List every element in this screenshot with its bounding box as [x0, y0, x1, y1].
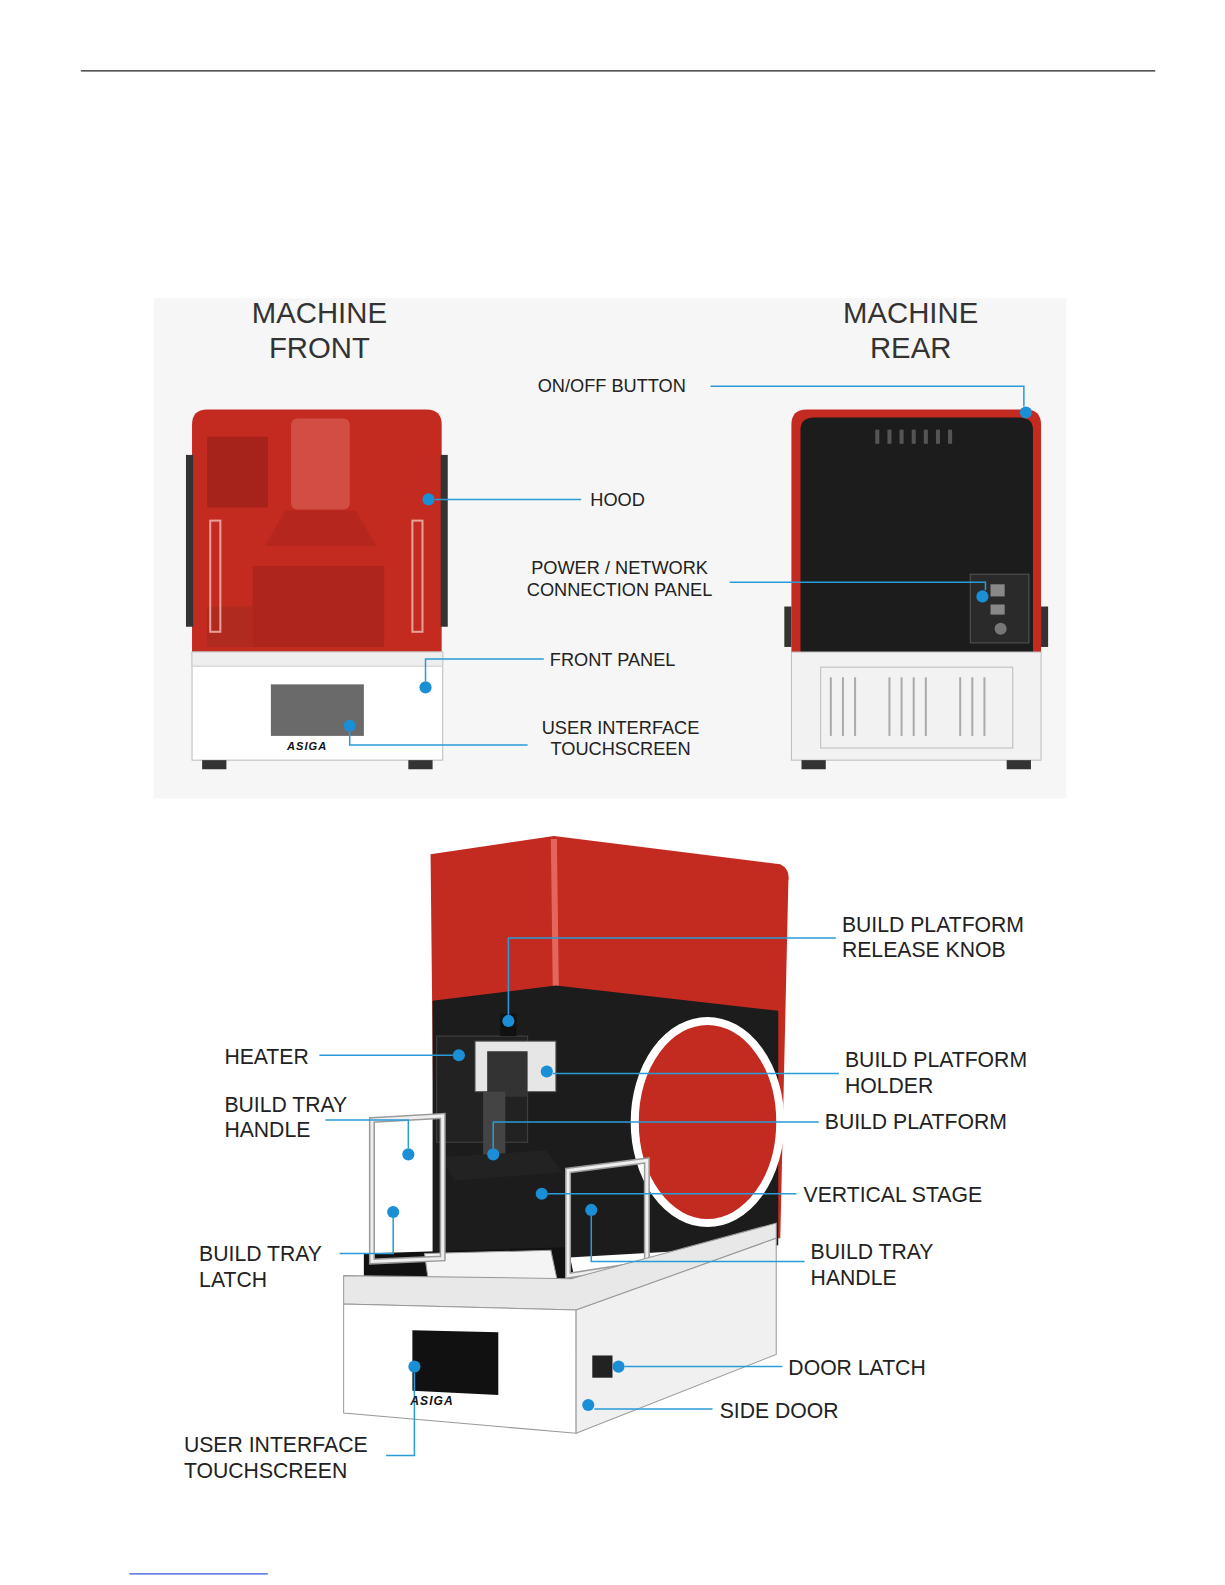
part-label: BUILD TRAY LATCH	[199, 1241, 341, 1292]
part-label: BUILD PLATFORM HOLDER	[845, 1047, 1057, 1098]
part-label: HOOD	[590, 490, 645, 512]
part-label: SIDE DOOR	[720, 1398, 839, 1423]
part-label: BUILD TRAY HANDLE	[811, 1239, 963, 1290]
part-label: POWER / NETWORK CONNECTION PANEL	[508, 558, 730, 602]
view-heading: MACHINE REAR	[810, 295, 1012, 365]
part-label: HEATER	[224, 1044, 308, 1069]
part-label: ON/OFF BUTTON	[538, 376, 686, 398]
part-label: DOOR LATCH	[788, 1355, 925, 1380]
part-label: BUILD PLATFORM RELEASE KNOB	[842, 912, 1054, 963]
brand-logo: ASIGA	[410, 1394, 453, 1409]
part-label: BUILD PLATFORM	[825, 1109, 1007, 1134]
part-label: FRONT PANEL	[550, 650, 676, 672]
view-heading: MACHINE FRONT	[218, 295, 420, 365]
part-label: VERTICAL STAGE	[804, 1182, 983, 1207]
brand-logo: ASIGA	[287, 740, 327, 753]
part-label: BUILD TRAY HANDLE	[224, 1092, 376, 1143]
part-label: USER INTERFACE TOUCHSCREEN	[520, 718, 722, 762]
part-label: USER INTERFACE TOUCHSCREEN	[184, 1432, 386, 1483]
